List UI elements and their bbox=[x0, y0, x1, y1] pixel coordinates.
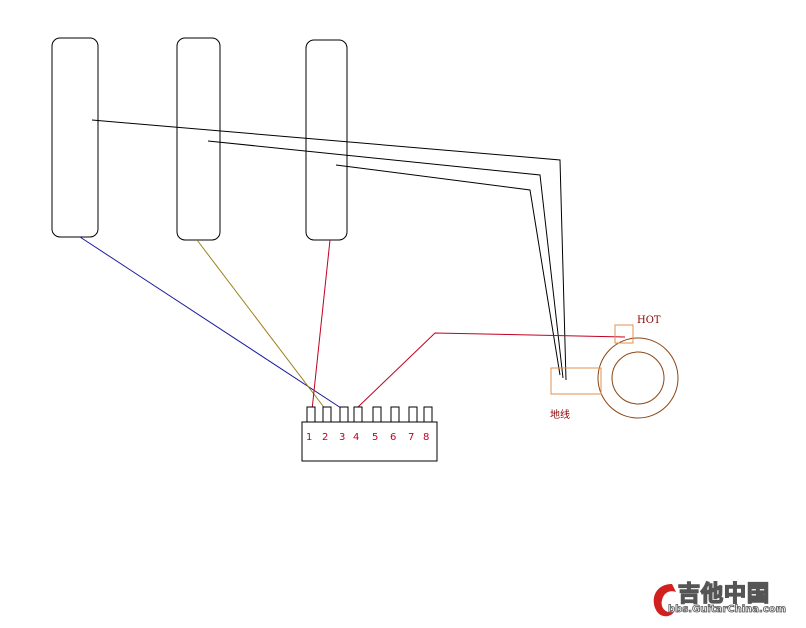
ground-label: 地线 bbox=[550, 408, 570, 421]
dragon-icon bbox=[653, 584, 676, 617]
ground-wire-3 bbox=[335, 164, 561, 376]
hot-terminal bbox=[614, 324, 634, 344]
switch-pin-label: 8 bbox=[423, 432, 429, 443]
switch-pin-3 bbox=[339, 406, 349, 423]
switch-pin-label: 4 bbox=[353, 432, 359, 443]
red-wire-output bbox=[356, 332, 626, 409]
olive-wire bbox=[196, 239, 327, 411]
hot-label: HOT bbox=[637, 315, 661, 326]
switch-pin-6 bbox=[390, 406, 400, 423]
pickup-1 bbox=[51, 37, 99, 238]
pickup-2 bbox=[176, 37, 221, 241]
ground-terminal bbox=[550, 367, 602, 395]
switch-pin-label: 5 bbox=[372, 432, 378, 443]
watermark-title: 吉他中国 bbox=[677, 581, 771, 608]
switch-pin-8 bbox=[423, 406, 433, 423]
switch-pin-label: 1 bbox=[306, 432, 312, 443]
switch-pin-5 bbox=[372, 406, 382, 423]
pickup-3 bbox=[305, 39, 348, 241]
ground-wire-2 bbox=[207, 140, 564, 379]
switch-pin-label: 3 bbox=[339, 432, 345, 443]
switch-pin-label: 7 bbox=[408, 432, 414, 443]
ground-wire-1 bbox=[91, 119, 567, 381]
switch-pin-2 bbox=[322, 406, 332, 423]
blue-wire bbox=[79, 236, 342, 409]
switch-pin-7 bbox=[408, 406, 418, 423]
watermark-url: bbs.GuitarChina.com bbox=[668, 604, 787, 616]
red-wire-pickup bbox=[311, 239, 331, 411]
switch-body bbox=[301, 421, 438, 462]
switch-pin-1 bbox=[306, 406, 316, 423]
jack-outer bbox=[597, 337, 679, 419]
switch-pin-label: 6 bbox=[390, 432, 396, 443]
watermark-logo: 吉他中国 bbs.GuitarChina.com bbox=[648, 576, 800, 622]
switch-pin-4 bbox=[353, 406, 363, 423]
jack-inner bbox=[611, 351, 665, 405]
switch-pin-label: 2 bbox=[322, 432, 328, 443]
